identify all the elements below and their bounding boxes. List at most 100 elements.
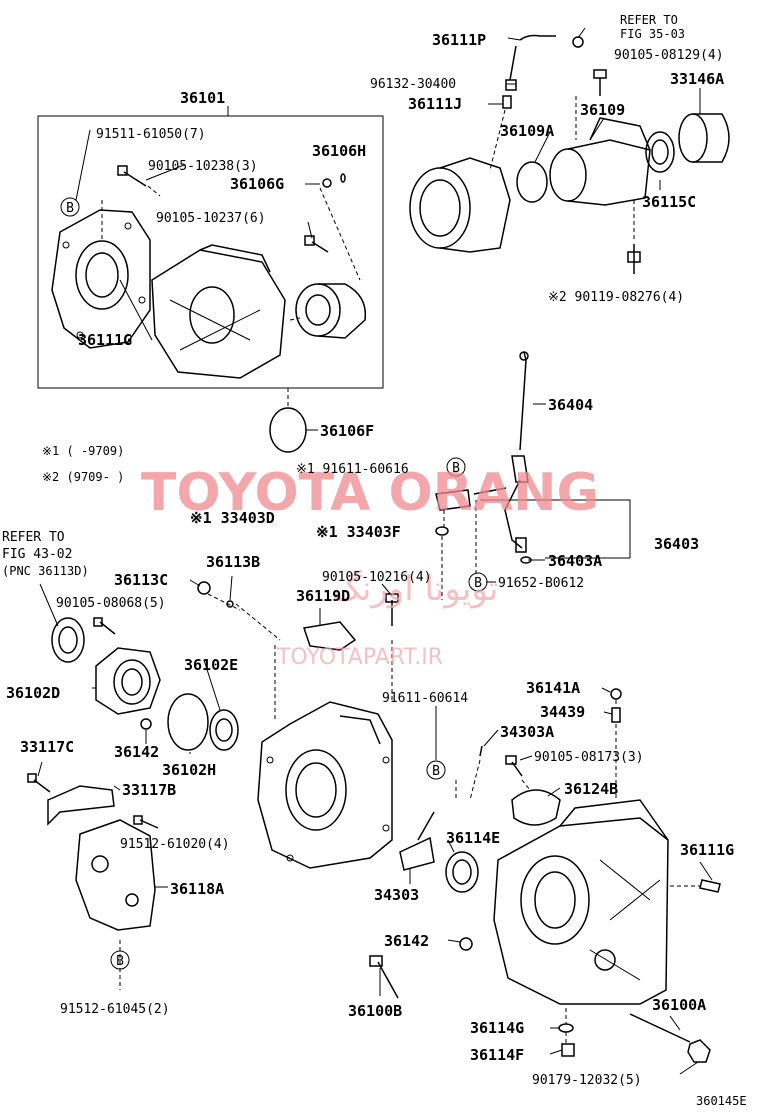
label-34303A: 34303A (500, 723, 554, 741)
plug-36113C (197, 581, 211, 595)
assembly-box-36101 (37, 115, 384, 389)
dust-deflector-33146A (678, 113, 730, 163)
label-36111P: 36111P (432, 31, 486, 49)
label-36106G: 36106G (230, 175, 284, 193)
bolt-90105-08068 (93, 617, 116, 635)
label-36114G: 36114G (470, 1019, 524, 1037)
pin-34303A (479, 745, 483, 757)
label-36111G-bottom: 36111G (680, 841, 734, 859)
breather-hose-36111P (509, 34, 584, 81)
label-34303: 34303 (374, 886, 419, 904)
stud-bolt-36100A (629, 1013, 691, 1043)
washer-36114G (558, 1023, 574, 1033)
transfer-case-left-half (51, 209, 151, 349)
label-36119D: 36119D (296, 587, 350, 605)
bullet-b-1: B (66, 201, 74, 216)
label-36102H: 36102H (162, 761, 216, 779)
bullet-b-3: B (474, 576, 482, 591)
breather-plug-96132-30400 (505, 79, 517, 91)
label-36100A: 36100A (652, 996, 706, 1014)
ref-fig43-line3: (PNC 36113D) (2, 564, 89, 578)
label-33117B: 33117B (122, 781, 176, 799)
label-36114F: 36114F (470, 1046, 524, 1064)
label-36142-left: 36142 (114, 743, 159, 761)
pin-36106H (340, 173, 346, 183)
label-36111G-top: 36111G (78, 331, 132, 349)
oil-level-gauge-36404 (511, 351, 529, 483)
part-labels: 36101 91511-61050(7) 90105-10238(3) 3610… (2, 13, 747, 1108)
bolt-33117C (27, 773, 51, 793)
guide-tube-36403 (473, 479, 527, 553)
label-91512-61045: 91512-61045(2) (60, 1002, 170, 1017)
bullet-b-5: B (116, 954, 124, 969)
note-1: ※1 ( -9709) (42, 444, 124, 458)
label-36106H: 36106H (312, 142, 366, 160)
transfer-case-main (493, 799, 669, 1005)
bolt-91512-61020 (133, 815, 159, 829)
oil-seal-36102E (209, 709, 239, 751)
plug-36141A (610, 688, 622, 700)
bracket-36119D (303, 621, 357, 651)
bolt-90105-10237 (304, 235, 329, 253)
ref-fig43-line1: REFER TO (2, 530, 65, 545)
label-96132-30400: 96132-30400 (370, 77, 456, 92)
label-36102D: 36102D (6, 684, 60, 702)
washer-33403F (435, 526, 449, 536)
label-36109: 36109 (580, 101, 625, 119)
label-90119-08276: ※2 90119-08276(4) (548, 290, 684, 305)
nut-90179-12032 (687, 1039, 711, 1063)
extension-housing-left (409, 157, 511, 253)
label-33146A: 33146A (670, 70, 724, 88)
label-36118A: 36118A (170, 880, 224, 898)
label-34439: 34439 (540, 703, 585, 721)
bolt-90119-08276 (627, 244, 641, 274)
label-91652-B0612: 91652-B0612 (498, 576, 584, 591)
label-36113B: 36113B (206, 553, 260, 571)
stud-bolt-36100B (369, 955, 399, 999)
label-36404: 36404 (548, 396, 593, 414)
pin-36106G (322, 178, 332, 188)
mount-36118A (75, 819, 156, 931)
label-33403D: ※1 33403D (190, 509, 275, 527)
bracket-33403D (435, 489, 471, 511)
note-2: ※2 (9709- ) (42, 470, 124, 484)
label-36114E: 36114E (446, 829, 500, 847)
oil-seal-36113D (51, 617, 85, 663)
label-36106F: 36106F (320, 422, 374, 440)
label-36403: 36403 (654, 535, 699, 553)
cover-36124B (511, 789, 561, 826)
label-36111J: 36111J (408, 95, 462, 113)
label-90105-08129: 90105-08129(4) (614, 48, 724, 63)
oil-seal-36115C (645, 131, 675, 173)
label-90105-10238: 90105-10238(3) (148, 159, 258, 174)
bullet-b-2: B (452, 461, 460, 476)
o-ring-36106F (269, 407, 307, 453)
extension-housing-36109 (549, 117, 651, 206)
label-91512-61020: 91512-61020(4) (120, 837, 230, 852)
label-36124B: 36124B (564, 780, 618, 798)
label-36100B: 36100B (348, 1002, 402, 1020)
nut-36142-right (459, 937, 473, 951)
label-36101: 36101 (180, 89, 225, 107)
pin-36111G-bottom (699, 879, 721, 893)
ref-fig43-line2: FIG 43-02 (2, 547, 72, 562)
bracket-33117B (47, 785, 115, 826)
watermark-site: TOYOTAPART.IR (276, 645, 443, 670)
bullet-markers: B B B B B (60, 197, 488, 970)
label-36113C: 36113C (114, 571, 168, 589)
label-90105-08068: 90105-08068(5) (56, 596, 166, 611)
label-90179-12032: 90179-12032(5) (532, 1073, 642, 1088)
label-36115C: 36115C (642, 193, 696, 211)
label-33403F: ※1 33403F (316, 523, 401, 541)
breather-36111J (502, 95, 512, 109)
ref-fig35-line2: FIG 35-03 (620, 27, 685, 41)
ref-fig35-line1: REFER TO (620, 13, 678, 27)
transfer-case-right-half (151, 244, 286, 379)
transfer-case-center (257, 701, 393, 869)
figure-id: 360145E (696, 1094, 747, 1108)
label-90105-08173: 90105-08173(3) (534, 750, 644, 765)
bearing-retainer (295, 283, 367, 339)
bolt-90105-08173 (505, 755, 523, 777)
